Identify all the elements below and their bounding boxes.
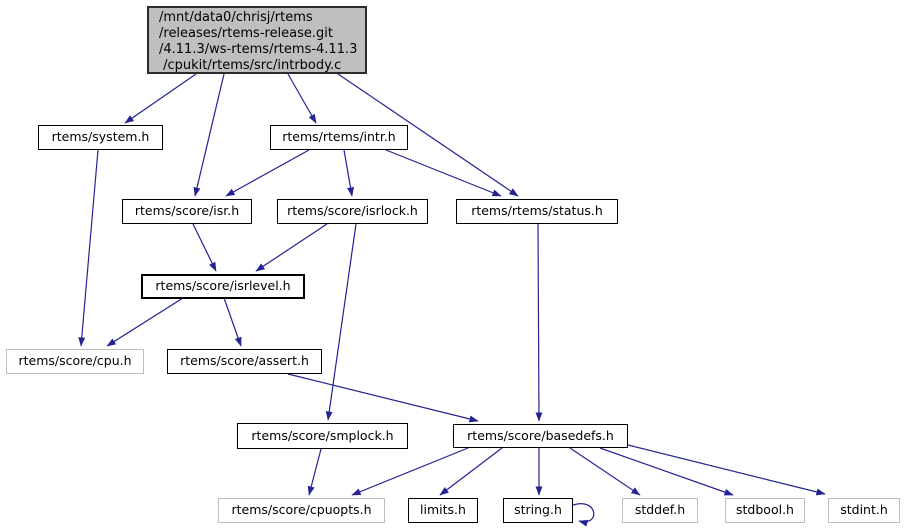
edge	[106, 297, 184, 347]
edge	[337, 73, 519, 197]
edge	[287, 373, 479, 423]
edge-self-loop	[572, 503, 595, 527]
node-rtems-score-smplock-h[interactable]: rtems/score/smplock.h	[237, 423, 408, 449]
node-stddef-h: stddef.h	[622, 498, 698, 523]
edge	[225, 149, 310, 197]
edge	[343, 149, 354, 197]
node-stdbool-h: stdbool.h	[725, 498, 805, 523]
edge	[385, 149, 502, 197]
node-rtems-score-cpuopts-h: rtems/score/cpuopts.h	[218, 498, 385, 523]
edge	[223, 297, 242, 347]
node-rtems-score-isr-h[interactable]: rtems/score/isr.h	[122, 199, 252, 224]
edge	[193, 73, 225, 197]
edge	[287, 73, 317, 124]
node-limits-h[interactable]: limits.h	[408, 498, 478, 523]
node-string-h[interactable]: string.h	[503, 498, 573, 523]
node-rtems-score-basedefs-h[interactable]: rtems/score/basedefs.h	[453, 424, 628, 448]
node-intrbody-c: /mnt/data0/chrisj/rtems /releases/rtems-…	[147, 6, 367, 74]
edge	[78, 149, 99, 347]
edge	[192, 223, 217, 272]
node-rtems-system-h[interactable]: rtems/system.h	[38, 125, 163, 150]
edge	[569, 447, 641, 496]
edge	[599, 447, 734, 496]
node-rtems-score-isrlevel-h[interactable]: rtems/score/isrlevel.h	[141, 274, 305, 299]
node-rtems-score-assert-h[interactable]: rtems/score/assert.h	[167, 349, 322, 374]
edge	[351, 447, 469, 496]
node-rtems-rtems-intr-h[interactable]: rtems/rtems/intr.h	[270, 125, 408, 150]
node-rtems-rtems-status-h[interactable]: rtems/rtems/status.h	[456, 199, 618, 224]
edge	[439, 447, 503, 496]
node-rtems-score-cpu-h: rtems/score/cpu.h	[6, 349, 144, 374]
edge	[627, 444, 826, 496]
edge	[255, 223, 328, 272]
node-rtems-score-isrlock-h[interactable]: rtems/score/isrlock.h	[277, 199, 428, 224]
edge	[307, 448, 322, 496]
edge	[535, 223, 543, 422]
edge	[124, 73, 197, 124]
edge	[325, 223, 357, 421]
node-stdint-h: stdint.h	[828, 498, 900, 523]
